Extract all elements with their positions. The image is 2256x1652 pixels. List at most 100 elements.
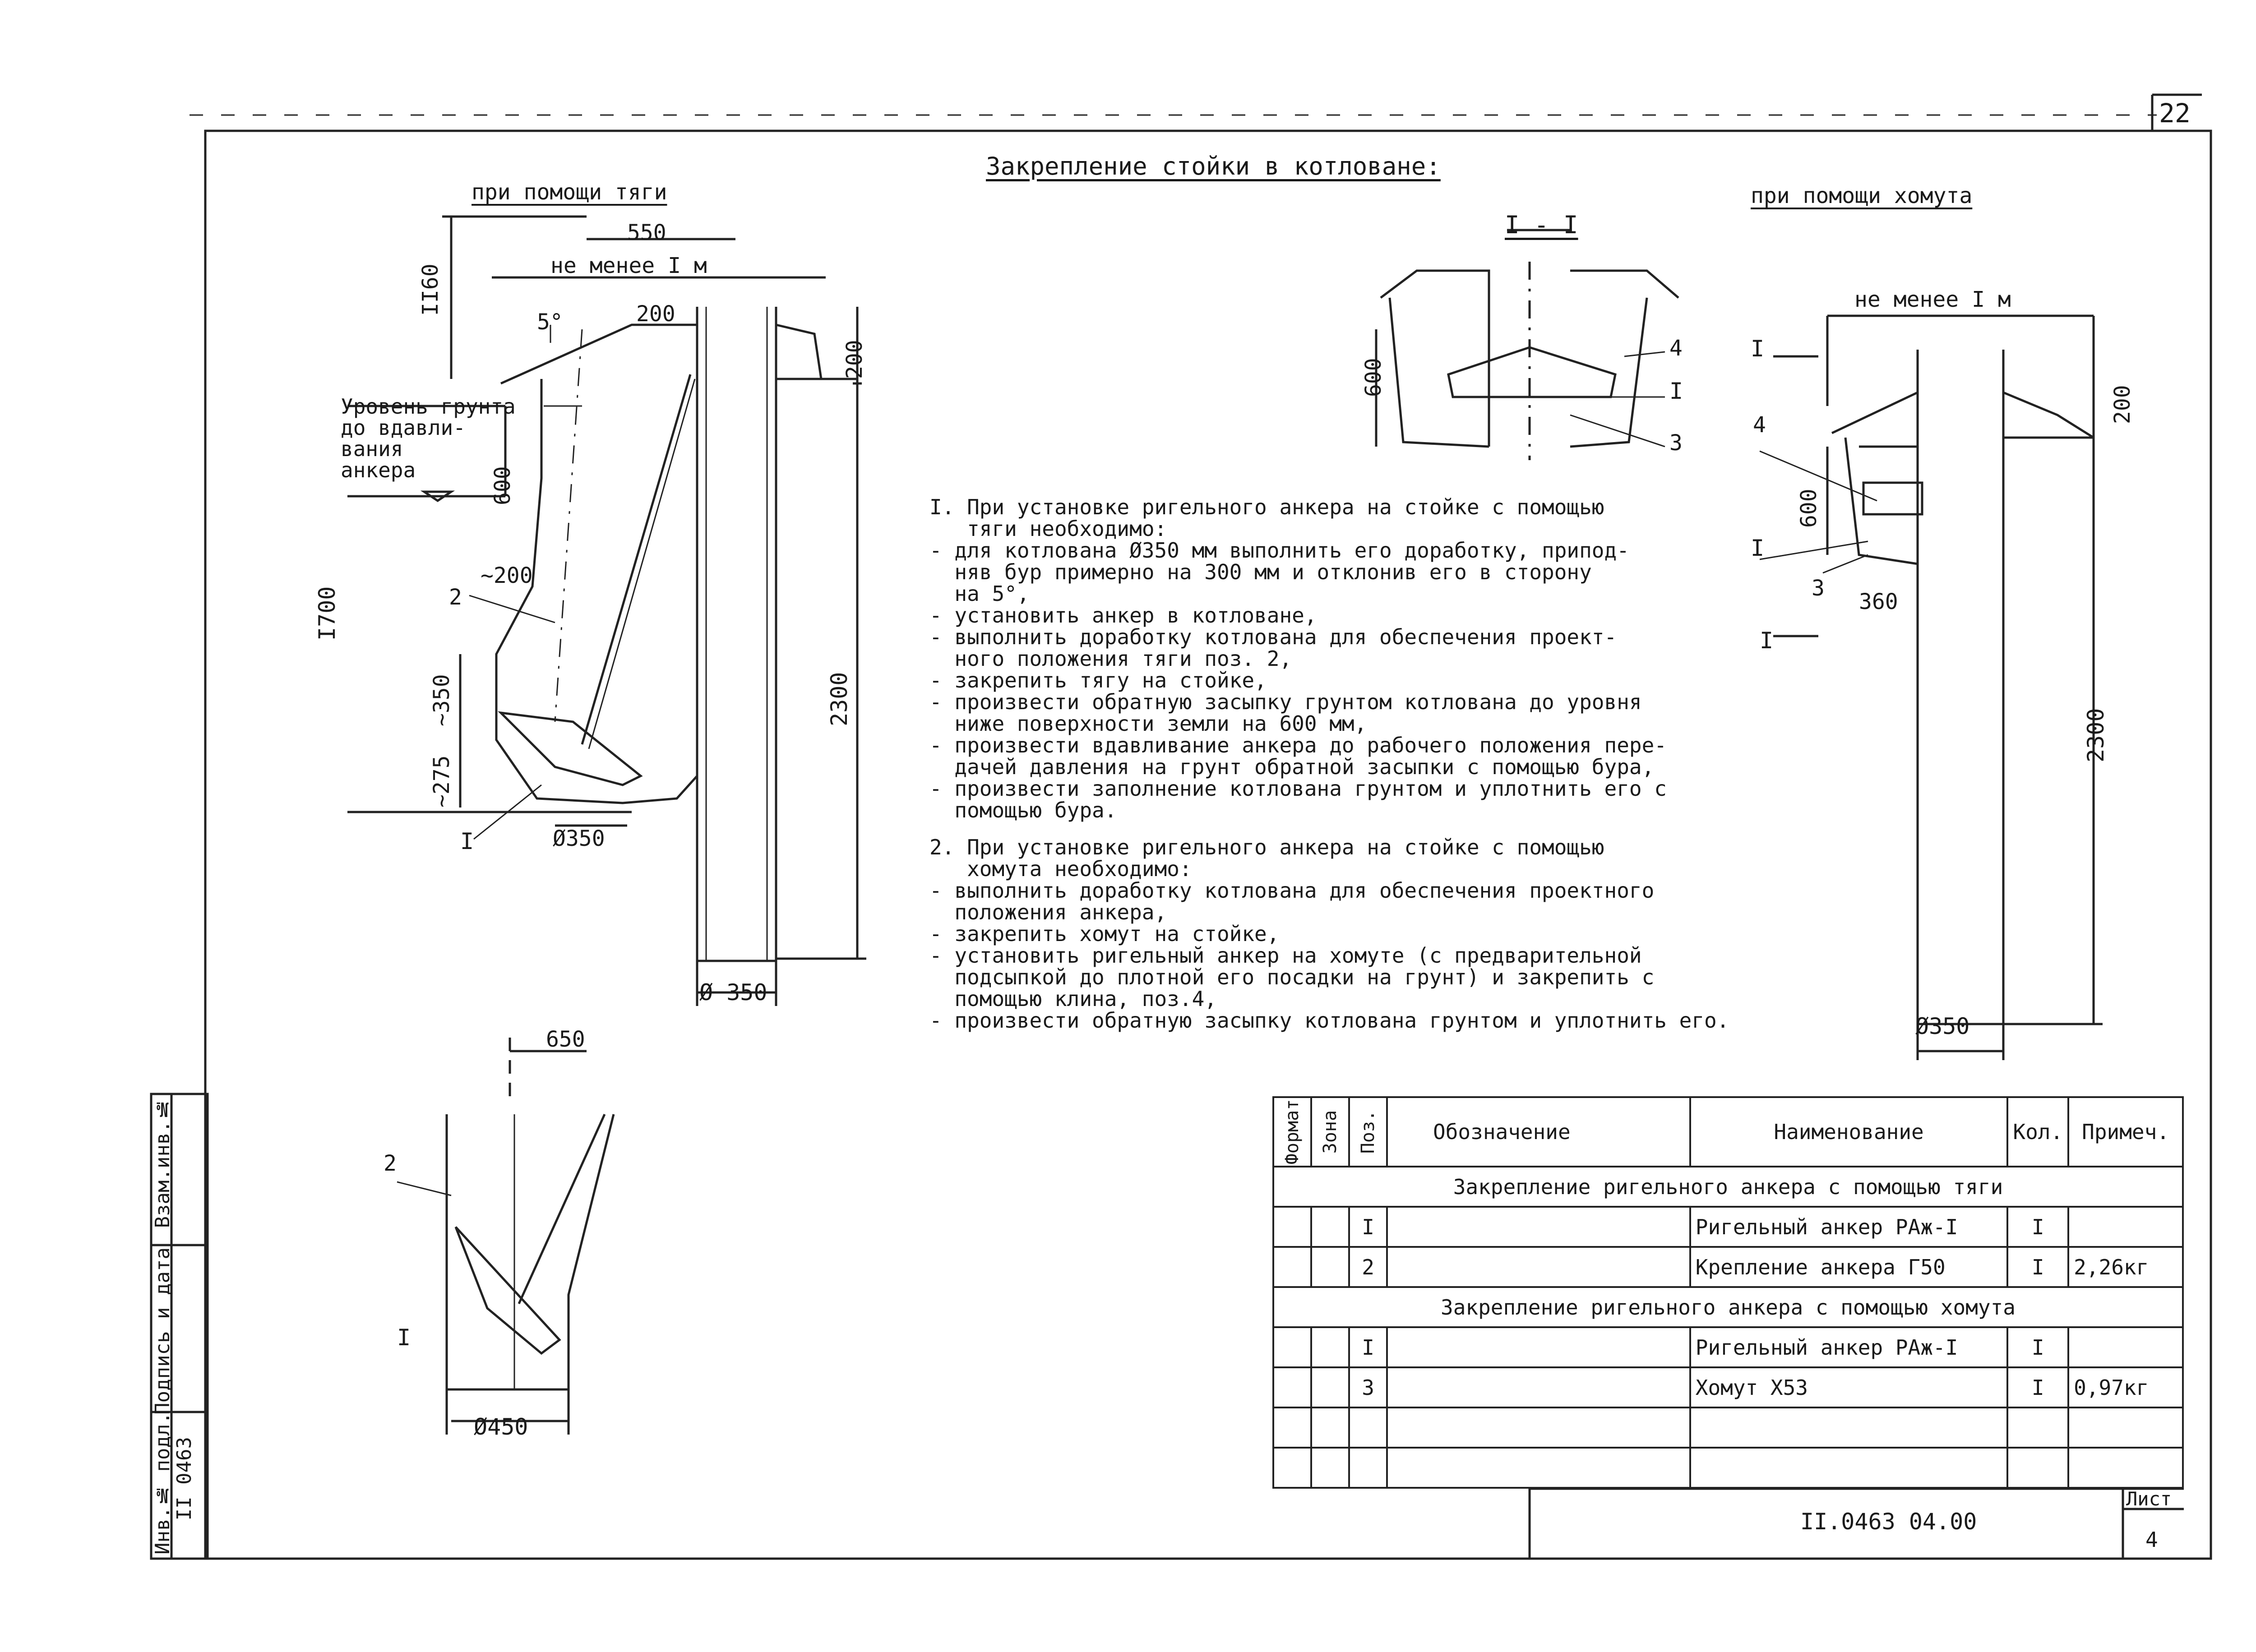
note-line: - закрепить хомут на стойке, <box>929 922 1280 946</box>
dim-600-left: 600 <box>490 466 515 505</box>
ground-level-label-3: вания <box>341 437 403 461</box>
row-qty: I <box>2006 1246 2070 1288</box>
table-row: I Ригельный анкер РАж-I I <box>1272 1206 2184 1248</box>
row-name: Ригельный анкер РАж-I <box>1689 1326 2009 1369</box>
right-view-drawing <box>1759 314 2103 1060</box>
note-line: тяги необходимо: <box>929 517 1167 541</box>
table-row: 3 Хомут Х53 I 0,97кг <box>1272 1366 2184 1408</box>
section-title-clamp: Закрепление ригельного анкера с помощью … <box>1272 1286 2184 1329</box>
sheet-label: Лист <box>2126 1488 2172 1510</box>
bottom-pos-2: 2 <box>384 1151 397 1176</box>
section-view-drawing <box>1375 229 1679 460</box>
header-pos: Поз. <box>1349 1097 1387 1167</box>
note-line: - выполнить доработку котлована для обес… <box>929 625 1617 649</box>
doc-number: II.0463 04.00 <box>1800 1509 1977 1535</box>
row-qty: I <box>2006 1206 2070 1248</box>
dim-min-1m-right: не менее I м <box>1854 287 2011 312</box>
angle-5: 5° <box>537 309 563 335</box>
header-qty: Кол. <box>2006 1096 2070 1168</box>
bottom-pos-1: I <box>397 1324 411 1351</box>
row-qty: I <box>2006 1326 2070 1369</box>
right-dim-600: 600 <box>1796 489 1821 528</box>
dim-1160: II60 <box>418 263 443 316</box>
side-vzam-inv: Взам.инв.№ <box>151 1098 174 1228</box>
dim-min-1m-left: не менее I м <box>550 253 707 278</box>
dia-450: Ø450 <box>474 1414 528 1440</box>
note-line: - произвести обратную засыпку грунтом ко… <box>929 690 1642 714</box>
row-pos: 3 <box>1348 1366 1388 1408</box>
right-view-caption: при помощи хомута <box>1751 183 1973 208</box>
note-line: - установить анкер в котловане, <box>929 603 1317 628</box>
specification-table: Формат Зона Поз. Обозначение Наименовани… <box>1272 1096 2184 1489</box>
right-dia-350: Ø350 <box>1915 1013 1970 1039</box>
row-name: Хомут Х53 <box>1689 1366 2009 1408</box>
ground-level-label-2: до вдавли- <box>341 415 466 440</box>
table-row: 2 Крепление анкера Г50 I 2,26кг <box>1272 1246 2184 1288</box>
row-qty: I <box>2006 1366 2070 1408</box>
header-name: Наименование <box>1689 1096 2009 1168</box>
dim-550: 550 <box>627 220 666 245</box>
right-dim-200: 200 <box>2110 385 2135 424</box>
dim-650: 650 <box>546 1027 585 1052</box>
row-note: 0,97кг <box>2067 1366 2184 1408</box>
header-format: Формат <box>1273 1097 1312 1167</box>
installation-notes: I. При установке ригельного анкера на ст… <box>929 496 1787 1031</box>
section-title-rod: Закрепление ригельного анкера с помощью … <box>1272 1166 2184 1208</box>
note-gap <box>929 821 1787 836</box>
note-line: - установить ригельный анкер на хомуте (… <box>929 943 1642 968</box>
right-pos-1: I <box>1751 535 1765 561</box>
drawing-title: Закрепление стойки в котловане: <box>986 152 1441 180</box>
page-number: 22 <box>2159 98 2191 129</box>
left-view-drawing <box>347 215 866 1006</box>
right-pos-4: 4 <box>1753 412 1766 438</box>
dim-350-approx: ~350 <box>429 674 454 726</box>
left-view-caption: при помощи тяги <box>472 180 667 205</box>
dia-350-post-left: Ø 350 <box>699 979 767 1006</box>
section-pos-1: I <box>1669 378 1683 404</box>
right-dim-2300: 2300 <box>2083 708 2109 762</box>
section-mark-top: I <box>1751 336 1765 362</box>
dim-1700: I700 <box>314 586 340 641</box>
section-caption: I - I <box>1505 211 1578 239</box>
note-line: - закрепить тягу на стойке, <box>929 668 1267 692</box>
note-line: подсыпкой до плотной его посадки на грун… <box>929 965 1655 989</box>
row-name: Ригельный анкер РАж-I <box>1689 1206 2009 1248</box>
section-dim-600: 600 <box>1361 358 1386 397</box>
table-row-empty <box>1272 1407 2184 1449</box>
note-line: I. При установке ригельного анкера на ст… <box>929 495 1604 519</box>
note-line: помощью клина, поз.4, <box>929 987 1217 1011</box>
note-line: - произвести вдавливание анкера до рабоч… <box>929 733 1667 757</box>
row-note: 2,26кг <box>2067 1246 2184 1288</box>
note-line: хомута необходимо: <box>929 857 1192 881</box>
row-note <box>2067 1326 2184 1369</box>
dim-2300-left: 2300 <box>826 672 852 726</box>
note-line: ного положения тяги поз. 2, <box>929 646 1292 671</box>
note-line: - произвести обратную засыпку котлована … <box>929 1008 1729 1033</box>
dim-200-step: ~200 <box>481 563 533 588</box>
section-pos-4: 4 <box>1669 336 1683 361</box>
table-section-row: Закрепление ригельного анкера с помощью … <box>1272 1286 2184 1329</box>
note-line: няв бур примерно на 300 мм и отклонив ег… <box>929 560 1592 584</box>
ground-level-label-4: анкера <box>341 458 416 482</box>
note-line: - для котлована Ø350 мм выполнить его до… <box>929 538 1629 563</box>
side-signature-date: Подпись и дата <box>151 1247 174 1415</box>
section-mark-bottom: I <box>1760 628 1774 654</box>
sheet-number: 4 <box>2145 1527 2158 1552</box>
side-inv-podl: Инв.№ подл. <box>151 1412 174 1555</box>
left-pos-1: I <box>460 828 474 854</box>
table-row: I Ригельный анкер РАж-I I <box>1272 1326 2184 1369</box>
row-pos: I <box>1348 1206 1388 1248</box>
table-row-empty <box>1272 1446 2184 1489</box>
dim-200-right: 200 <box>842 340 867 379</box>
header-note: Примеч. <box>2067 1096 2184 1168</box>
row-name: Крепление анкера Г50 <box>1689 1246 2009 1288</box>
right-pos-3: 3 <box>1812 576 1825 601</box>
header-designation: Обозначение <box>1386 1096 1691 1168</box>
row-pos: I <box>1348 1326 1388 1369</box>
note-line: дачей давления на грунт обратной засыпки… <box>929 755 1655 779</box>
dim-360: 360 <box>1859 589 1898 614</box>
row-pos: 2 <box>1348 1246 1388 1288</box>
note-line: - произвести заполнение котлована грунто… <box>929 776 1667 801</box>
